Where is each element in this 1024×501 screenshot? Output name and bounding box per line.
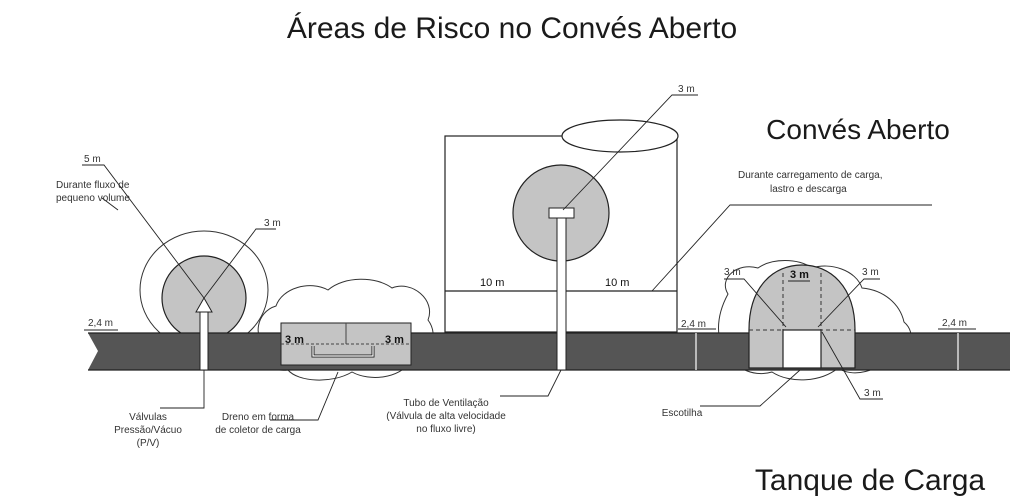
dim-vent-left: 10 m	[480, 277, 504, 289]
dim-drain-right: 3 m	[385, 334, 404, 346]
diagram-title: Áreas de Risco no Convés Aberto	[287, 12, 737, 45]
dim-hatch-top-left: 3 m	[724, 267, 741, 278]
deck-band	[88, 332, 1010, 371]
vent-pipe	[556, 217, 567, 371]
dim-deck-mid: 2,4 m	[681, 319, 706, 330]
callout-vent-1: Tubo de Ventilação	[403, 398, 489, 409]
dim-drain-left: 3 m	[285, 334, 304, 346]
dim-hatch-top-right: 3 m	[862, 267, 879, 278]
callout-pv-1: Válvulas	[129, 412, 167, 423]
dim-vent-top: 3 m	[678, 84, 695, 95]
vent-cylinder-top	[561, 119, 679, 153]
small-flow-note-1: Durante fluxo de	[56, 180, 130, 191]
hatch-zone	[748, 264, 856, 369]
tank-section-label: Tanque de Carga	[755, 464, 985, 497]
dim-deck-left: 2,4 m	[88, 318, 113, 329]
callout-drain-2: de coletor de carga	[215, 425, 301, 436]
dim-vent-right: 10 m	[605, 277, 629, 289]
callout-pv-2: Pressão/Vácuo	[114, 425, 182, 436]
loading-note-1: Durante carregamento de carga,	[738, 170, 883, 181]
hatch-opening	[782, 329, 822, 369]
callout-drain-1: Dreno em forma	[222, 412, 295, 423]
dim-pv-outer: 5 m	[84, 154, 101, 165]
loading-note-2: lastro e descarga	[770, 184, 847, 195]
vent-head	[548, 207, 575, 219]
deck-section-label: Convés Aberto	[766, 114, 950, 145]
dim-deck-right: 2,4 m	[942, 318, 967, 329]
pv-valve-arrow-icon	[195, 296, 213, 313]
vent-assembly	[512, 164, 610, 371]
deck-surface	[88, 333, 1010, 370]
dim-pv-inner: 3 m	[264, 218, 281, 229]
callout-vent-2: (Válvula de alta velocidade	[386, 411, 506, 422]
dim-hatch-top-center: 3 m	[790, 269, 809, 281]
leader-lines	[82, 94, 976, 421]
callout-pv-3: (P/V)	[137, 438, 160, 449]
callout-vent-3: no fluxo livre)	[416, 424, 475, 435]
small-flow-note-2: pequeno volume	[56, 193, 130, 204]
drain-box	[280, 322, 412, 366]
callout-hatch: Escotilha	[662, 408, 703, 419]
dim-hatch-bottom: 3 m	[864, 388, 881, 399]
